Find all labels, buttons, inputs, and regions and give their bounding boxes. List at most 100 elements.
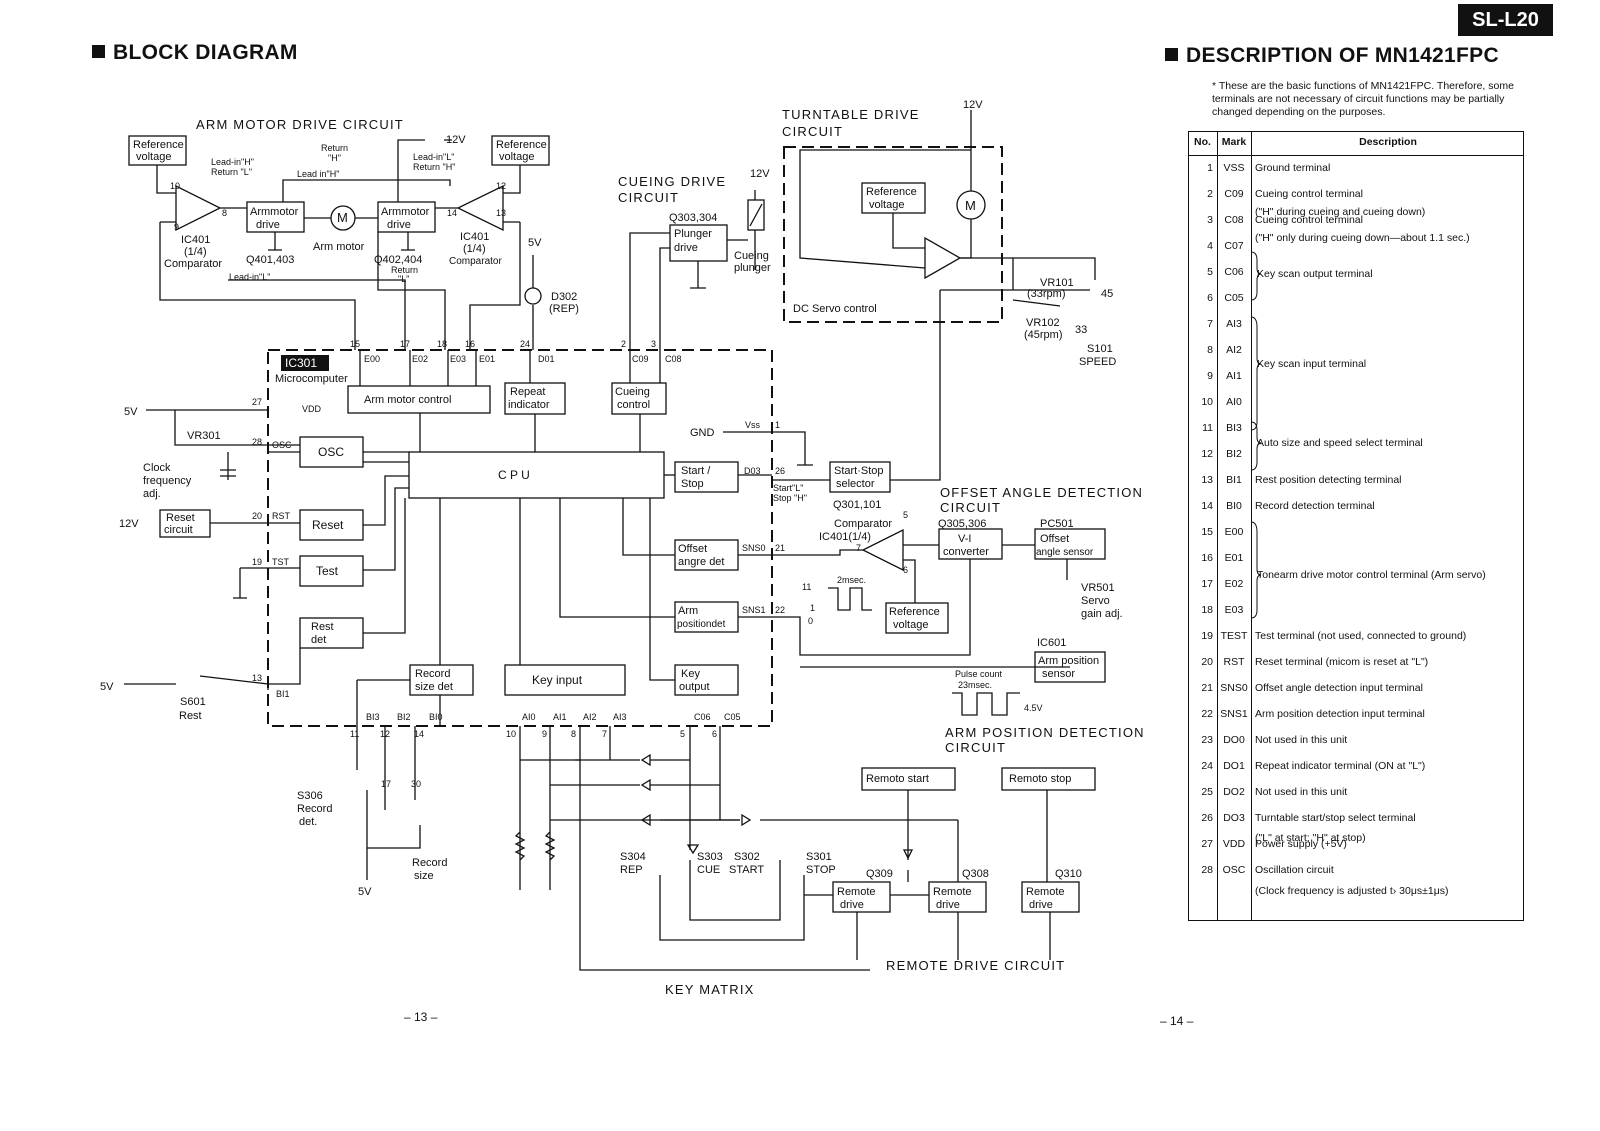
ic401-text: IC401 xyxy=(460,231,489,243)
pin-label: 17 xyxy=(400,339,410,349)
row-no: 4 xyxy=(1207,240,1213,252)
row-mark: C05 xyxy=(1224,292,1244,304)
plunger-text: Plunger xyxy=(674,228,712,240)
row-description: Reset terminal (micom is reset at "L") xyxy=(1255,656,1429,668)
osc-text: OSC xyxy=(318,445,344,459)
row-mark: AI1 xyxy=(1226,370,1242,382)
pin-label: 9 xyxy=(542,729,547,739)
dc-servo-text: DC Servo control xyxy=(793,303,877,315)
pin-label: 10 xyxy=(506,729,516,739)
description-title: DESCRIPTION OF MN1421FPC xyxy=(1165,44,1499,68)
pc501-text: PC501 xyxy=(1040,518,1074,530)
q309-text: Q309 xyxy=(866,868,893,880)
key-output-text: output xyxy=(679,681,710,693)
armmotor-drive-right xyxy=(377,201,436,233)
row-description: Not used in this unit xyxy=(1255,786,1348,798)
pin-label: 5 xyxy=(680,729,685,739)
signal-label: Lead-in"H" xyxy=(211,157,254,167)
test-text: Test xyxy=(316,564,339,578)
servo-amp xyxy=(924,236,962,280)
row-description: Cueing control terminal xyxy=(1255,188,1363,200)
pin-label: SNS1 xyxy=(742,605,766,615)
speed-33: 33 xyxy=(1075,324,1087,336)
reset-circuit-text: circuit xyxy=(164,524,193,536)
armpos-section-label-2: CIRCUIT xyxy=(945,740,1006,755)
row-description: Rest position detecting terminal xyxy=(1255,474,1402,486)
signal-label: "H" xyxy=(328,153,341,163)
row-description: Arm position detection input terminal xyxy=(1255,708,1425,720)
s304-text: REP xyxy=(620,864,643,876)
ref-voltage-text: Reference xyxy=(496,139,547,151)
table-divider xyxy=(1217,132,1218,920)
start-stop-text: Stop xyxy=(681,478,704,490)
pin-label: 0 xyxy=(808,616,813,626)
pin-label: D01 xyxy=(538,354,555,364)
supply-12v: 12V xyxy=(119,518,139,530)
s304-text: S304 xyxy=(620,851,646,863)
description-note: * These are the basic functions of MN142… xyxy=(1212,80,1514,118)
row-no: 20 xyxy=(1201,656,1213,668)
remote-drive-text: drive xyxy=(840,899,864,911)
row-no: 8 xyxy=(1207,344,1213,356)
signal-label: Return xyxy=(321,143,348,153)
arm-pos-text: positiondet xyxy=(677,619,726,630)
row-mark: VSS xyxy=(1223,162,1245,174)
supply-12v: 12V xyxy=(750,168,770,180)
row-no: 10 xyxy=(1201,396,1213,408)
cueing-control-text: control xyxy=(617,399,650,411)
table-divider xyxy=(1251,132,1252,920)
row-no: 3 xyxy=(1207,214,1213,226)
row-no: 14 xyxy=(1201,500,1213,512)
row-no: 22 xyxy=(1201,708,1213,720)
ref-voltage-text: Reference xyxy=(866,186,917,198)
offset-section-label-1: OFFSET ANGLE DETECTION xyxy=(940,485,1143,500)
pin-label: 1 xyxy=(810,603,815,613)
cpu-text: C P U xyxy=(498,468,530,482)
row-no: 25 xyxy=(1201,786,1213,798)
row-mark: DO2 xyxy=(1223,786,1245,798)
ref-voltage-text: voltage xyxy=(136,151,171,163)
row-extra: ("H" during cueing and cueing down) xyxy=(1255,206,1426,218)
row-mark: C06 xyxy=(1224,266,1244,278)
pulse-text: 23msec. xyxy=(958,680,992,690)
speed-45: 45 xyxy=(1101,288,1113,300)
remote-stop-block xyxy=(1001,767,1096,791)
row-no: 13 xyxy=(1201,474,1213,486)
row-no: 12 xyxy=(1201,448,1213,460)
row-mark: BI0 xyxy=(1226,500,1242,512)
comparator-text: IC401(1/4) xyxy=(819,531,871,543)
model-badge: SL-L20 xyxy=(1458,4,1553,36)
row-mark: VDD xyxy=(1222,838,1246,850)
pin-label: OSC xyxy=(272,440,292,450)
v45-text: 4.5V xyxy=(1024,703,1043,713)
repeat-text: indicator xyxy=(508,399,550,411)
microcomputer-text: Microcomputer xyxy=(275,373,348,385)
row-mark: AI2 xyxy=(1226,344,1242,356)
row-mark: C08 xyxy=(1224,214,1244,226)
motor-m-glyph: M xyxy=(337,210,348,225)
vi-text: V-I xyxy=(958,533,971,545)
record-text: size det xyxy=(415,681,453,693)
group-label: Tonearm drive motor control terminal (Ar… xyxy=(1257,569,1486,581)
ic401-text: (1/4) xyxy=(184,246,207,258)
pin-label: TST xyxy=(272,557,290,567)
supply-5v: 5V xyxy=(124,406,138,418)
remote-start-text: Remoto start xyxy=(866,773,929,785)
pin-label: 8 xyxy=(222,208,227,218)
ic301-text: IC301 xyxy=(285,356,317,370)
arm-motor-control-text: Arm motor control xyxy=(364,394,451,406)
q402-text: Q402,404 xyxy=(374,254,422,266)
row-no: 16 xyxy=(1201,552,1213,564)
pin-label: 6 xyxy=(712,729,717,739)
row-no: 11 xyxy=(1202,422,1213,434)
pin-label: 1 xyxy=(775,420,780,430)
row-description: Record detection terminal xyxy=(1255,500,1375,512)
pin-label: 16 xyxy=(465,339,475,349)
pin-label: C06 xyxy=(694,712,711,722)
pin-label: 15 xyxy=(350,339,360,349)
pin-label: 19 xyxy=(252,557,262,567)
signal-label: Lead-in"L" xyxy=(229,272,270,282)
key-output-text: Key xyxy=(681,668,700,680)
row-description: Turntable start/stop select terminal xyxy=(1255,812,1416,824)
